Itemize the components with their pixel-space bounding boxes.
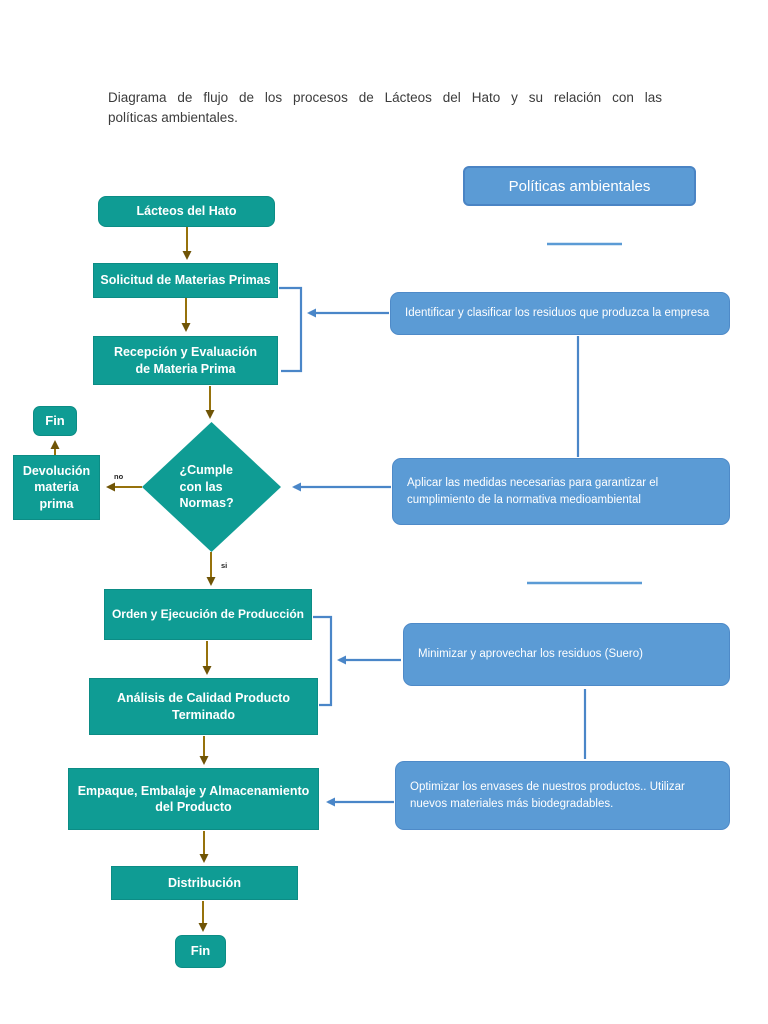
node-devolucion: Devolución materia prima — [13, 455, 100, 520]
node-start: Lácteos del Hato — [98, 196, 275, 227]
node-fin-left-label: Fin — [45, 412, 65, 428]
node-analisis: Análisis de Calidad Producto Terminado — [89, 678, 318, 735]
node-devolucion-label: Devolución materia prima — [22, 464, 91, 511]
node-decision-label: ¿Cumple con las Normas? — [179, 462, 234, 511]
node-analisis-label: Análisis de Calidad Producto Terminado — [117, 691, 290, 722]
policies-header: Políticas ambientales — [463, 166, 696, 206]
policy-item-4-label: Optimizar los envases de nuestros produc… — [410, 780, 685, 810]
node-solicitud: Solicitud de Materias Primas — [93, 263, 278, 298]
node-solicitud-label: Solicitud de Materias Primas — [100, 273, 271, 288]
policy-connectors — [279, 286, 587, 807]
policy-item-2: Aplicar las medidas necesarias para gara… — [392, 458, 730, 525]
policy-item-3-label: Minimizar y aprovechar los residuos (Sue… — [418, 648, 643, 661]
node-empaque: Empaque, Embalaje y Almacenamiento del P… — [68, 768, 319, 830]
node-distribucion-label: Distribución — [168, 875, 241, 890]
policy-bracket-1 — [279, 286, 303, 373]
policies-header-label: Políticas ambientales — [508, 177, 651, 195]
policy-item-1: Identificar y clasificar los residuos qu… — [390, 292, 730, 335]
node-fin-bottom: Fin — [175, 935, 226, 968]
node-orden: Orden y Ejecución de Producción — [104, 589, 312, 640]
node-start-label: Lácteos del Hato — [136, 204, 237, 219]
node-recepcion: Recepción y Evaluación de Materia Prima — [93, 336, 278, 385]
node-empaque-label: Empaque, Embalaje y Almacenamiento del P… — [77, 783, 310, 814]
node-fin-left: Fin — [33, 406, 77, 436]
node-orden-label: Orden y Ejecución de Producción — [111, 606, 305, 621]
page-title-line2: políticas ambientales. — [108, 110, 238, 125]
policy-item-4: Optimizar los envases de nuestros produc… — [395, 761, 730, 830]
policy-item-2-label: Aplicar las medidas necesarias para gara… — [407, 476, 659, 506]
policy-item-3: Minimizar y aprovechar los residuos (Sue… — [403, 623, 730, 686]
node-decision: ¿Cumple con las Normas? — [142, 422, 281, 552]
page-title-line1: Diagrama de flujo de los procesos de Lác… — [108, 90, 662, 105]
node-fin-bottom-label: Fin — [190, 943, 211, 959]
branch-label-si: si — [221, 561, 228, 570]
branch-label-no: no — [114, 472, 124, 481]
page-title: Diagrama de flujo de los procesos de Lác… — [108, 88, 662, 128]
node-recepcion-label: Recepción y Evaluación de Materia Prima — [113, 345, 258, 376]
node-distribucion: Distribución — [111, 866, 298, 900]
policy-item-1-label: Identificar y clasificar los residuos qu… — [405, 307, 710, 320]
